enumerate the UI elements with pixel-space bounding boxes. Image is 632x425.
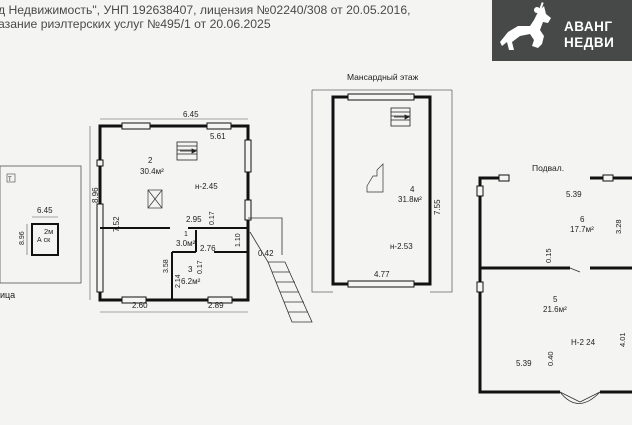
basement-dim-bottom-mid: 0.40 <box>546 351 555 366</box>
gf-dim-214: 2.14 <box>175 274 182 288</box>
gf-dim-358: 3.58 <box>163 259 170 273</box>
room-6-number: 6 <box>580 215 585 224</box>
basement-dim-right-top: 3.28 <box>614 219 623 234</box>
site-compass-mark: Т <box>8 177 12 183</box>
basement-dim-right-bottom: 4.01 <box>618 332 627 347</box>
site-room-label: А ск <box>37 237 51 244</box>
gf-dim-left-inner: 7.52 <box>112 216 121 232</box>
room-1-area: 3.0м² <box>176 239 196 248</box>
site-side-dim: 8.96 <box>19 231 26 245</box>
ground-stair-icon <box>176 141 198 161</box>
room-6-area: 17.7м² <box>570 225 594 234</box>
basement-dim-top: 5.39 <box>566 190 582 199</box>
attic-floor-plan: Мансардный этаж 4 31.8м² н-2.53 7.55 4.7… <box>311 72 453 293</box>
room-5-number: 5 <box>553 295 558 304</box>
agency-license-header: д Недвижимость", УНП 192638407, лицензия… <box>0 0 480 32</box>
header-line-2: азание риэлтерских услуг №495/1 от 20.06… <box>0 17 271 31</box>
room-2-area: 30.4м² <box>140 167 164 176</box>
attic-title: Мансардный этаж <box>347 72 419 82</box>
room-3-area: 6.2м² <box>181 277 201 286</box>
room-2-number: 2 <box>148 156 153 165</box>
basement-plan: Подвал. 5.39 3.28 0.15 4.01 5.39 0.40 6 … <box>476 163 632 404</box>
room-3-number: 3 <box>188 265 193 274</box>
room-4-height: н-2.53 <box>390 242 413 251</box>
site-plan: 6.45 8.96 2м А ск Т ица <box>0 165 82 300</box>
room-4-number: 4 <box>410 185 415 194</box>
gf-dim-110: 1.10 <box>235 233 242 247</box>
gf-dim-017a: 0.17 <box>209 211 216 225</box>
gf-dim-top: 6.45 <box>183 110 199 119</box>
attic-dim-right: 7.55 <box>433 199 442 215</box>
room-1-number: 1 <box>184 231 188 238</box>
attic-chimney-symbol <box>366 163 384 193</box>
attic-dim-bottom: 4.77 <box>374 270 390 279</box>
gf-dim-bottom-left: 2.60 <box>132 301 148 310</box>
attic-stair-icon <box>390 107 411 127</box>
basement-title: Подвал. <box>532 163 564 173</box>
site-house-outline <box>31 223 59 256</box>
room-5-area: 21.6м² <box>543 305 567 314</box>
agency-logo: АВАНГ НЕДВИ <box>492 0 632 61</box>
stove-symbol <box>147 189 163 209</box>
room-5-height: Н-2 24 <box>571 338 596 347</box>
site-top-dim: 6.45 <box>37 206 53 215</box>
basement-dim-mid: 0.15 <box>544 248 553 263</box>
knight-on-horse-icon <box>500 2 551 50</box>
gf-dim-left-outer: 8.96 <box>91 187 100 203</box>
gf-dim-top-inner: 5.61 <box>210 132 226 141</box>
header-line-1: д Недвижимость", УНП 192638407, лицензия… <box>0 3 411 17</box>
basement-dim-bottom: 5.39 <box>516 359 532 368</box>
logo-text-line-2: НЕДВИ <box>564 35 615 50</box>
porch-stairs <box>248 217 313 323</box>
gf-dim-017b: 0.17 <box>197 260 204 274</box>
gf-dim-276: 2.76 <box>200 244 216 253</box>
gf-dim-042: 0.42 <box>258 249 274 258</box>
room-4-area: 31.8м² <box>398 195 422 204</box>
logo-text-line-1: АВАНГ <box>564 19 613 34</box>
site-caption: ица <box>0 290 15 300</box>
gf-dim-bottom-right: 2.89 <box>208 301 224 310</box>
gf-dim-295: 2.95 <box>186 215 202 224</box>
ground-floor-plan: 6.45 5.61 8.96 7.52 2.95 0.17 2.76 1.10 … <box>89 110 313 323</box>
site-boundary <box>0 165 82 284</box>
site-room-area: 2м <box>44 227 53 236</box>
room-2-height: н-2.45 <box>195 182 218 191</box>
